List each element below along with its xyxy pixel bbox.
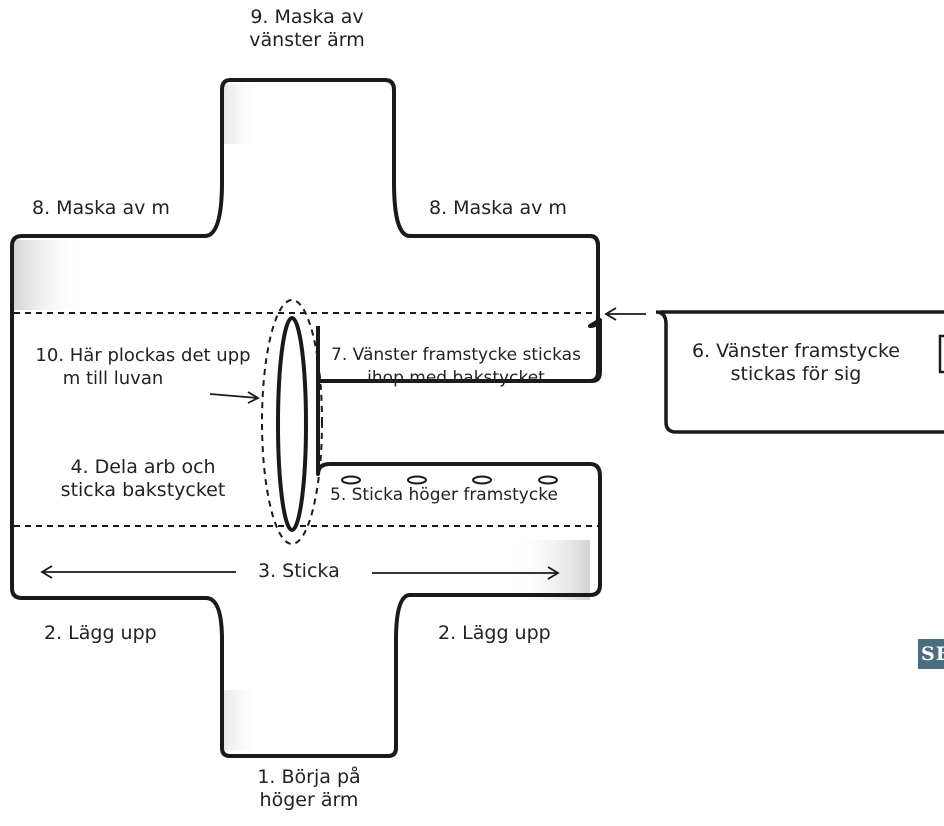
label-step6-line2: stickas för sig — [730, 363, 862, 385]
label-step1-line1: 1. Börja på — [257, 766, 361, 788]
label-step8-right: 8. Maska av m — [429, 197, 567, 219]
label-step4-line1: 4. Dela arb och — [70, 456, 216, 478]
step6-box — [655, 310, 944, 434]
arrow-step6-head — [604, 307, 617, 321]
shading-top-left — [14, 240, 84, 310]
label-step2-left: 2. Lägg upp — [44, 622, 157, 644]
label-step7-line1: 7. Vänster framstycke stickas — [331, 345, 581, 365]
label-step4: 4. Dela arb och sticka bakstycket — [38, 456, 248, 502]
label-step10: 10. Här plockas det upp m till luvan — [32, 344, 254, 390]
label-step6: 6. Vänster framstycke stickas för sig — [676, 340, 916, 386]
body-right-edge-upper — [316, 234, 600, 383]
arrow-step3-left-head — [40, 565, 53, 579]
shading-right-mid — [510, 540, 590, 600]
cropped-badge: SE — [918, 639, 944, 669]
neck-slit — [276, 316, 308, 532]
label-step9: 9. Maska av vänster ärm — [222, 6, 392, 52]
buttonhole — [341, 475, 361, 485]
shading-sleeve-top — [222, 84, 262, 144]
buttonhole — [407, 475, 427, 485]
hood-pickup-outline — [261, 299, 323, 545]
buttonhole — [538, 475, 558, 485]
label-step7: 7. Vänster framstycke stickas ihop med b… — [322, 344, 590, 390]
badge-text: SE — [921, 643, 944, 665]
label-step2-right: 2. Lägg upp — [438, 622, 551, 644]
label-step10-line1: 10. Här plockas det upp — [35, 345, 251, 366]
label-step9-line2: vänster ärm — [249, 29, 365, 51]
arrow-step10-shaft — [209, 393, 259, 399]
arrow-step10-head — [247, 391, 260, 404]
label-step1-line2: höger ärm — [259, 789, 359, 811]
buttonhole — [472, 475, 492, 485]
label-step10-line2: m till luvan — [62, 368, 164, 389]
step6-box-inner-edge — [938, 334, 944, 374]
shading-sleeve-bottom — [222, 690, 262, 750]
label-step7-line2: ihop med bakstycket — [367, 368, 545, 388]
label-step3: 3. Sticka — [258, 560, 340, 582]
label-step4-line2: sticka bakstycket — [60, 479, 226, 501]
label-step5: 5. Sticka höger framstycke — [330, 485, 558, 505]
label-step8-left: 8. Maska av m — [32, 197, 170, 219]
arrow-step3-right-head — [547, 566, 560, 580]
label-step1: 1. Börja på höger ärm — [222, 766, 396, 812]
label-step6-line1: 6. Vänster framstycke — [692, 340, 900, 362]
label-step9-line1: 9. Maska av — [250, 6, 364, 28]
